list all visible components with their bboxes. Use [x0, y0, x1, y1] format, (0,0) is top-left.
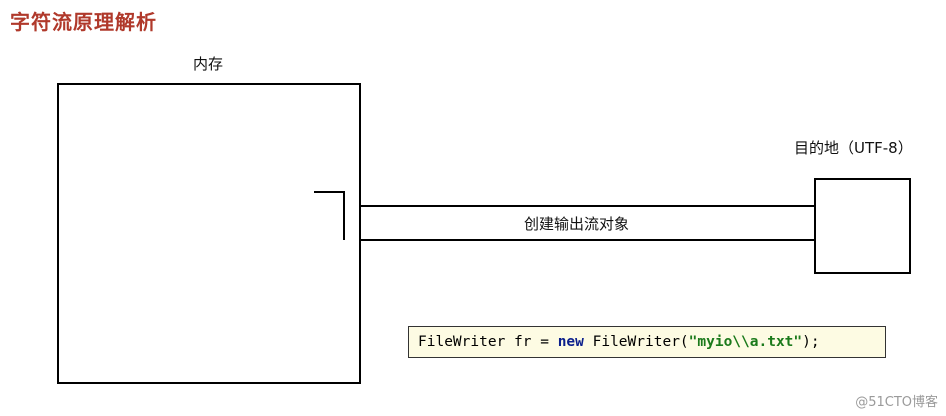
code-part-constructor: FileWriter(: [583, 334, 689, 350]
destination-box: [814, 178, 911, 274]
code-string-path: "myio\\a.txt": [688, 334, 803, 350]
code-part-end: );: [802, 334, 820, 350]
output-stream-label: 创建输出流对象: [524, 215, 630, 233]
code-keyword-new: new: [557, 334, 584, 350]
page-title: 字符流原理解析: [10, 10, 157, 34]
watermark: @51CTO博客: [855, 395, 938, 410]
output-stream-pipe-bottom: [359, 239, 816, 241]
output-stream-pipe-top: [359, 205, 816, 207]
destination-label: 目的地（UTF-8）: [794, 139, 913, 157]
code-snippet: FileWriter fr = new FileWriter("myio\\a.…: [408, 326, 886, 358]
memory-box: [57, 83, 361, 384]
code-part-type: FileWriter fr =: [418, 334, 558, 350]
pipe-entry-bracket-horizontal: [314, 191, 345, 193]
pipe-entry-bracket-vertical: [343, 191, 345, 240]
memory-label: 内存: [193, 55, 224, 73]
